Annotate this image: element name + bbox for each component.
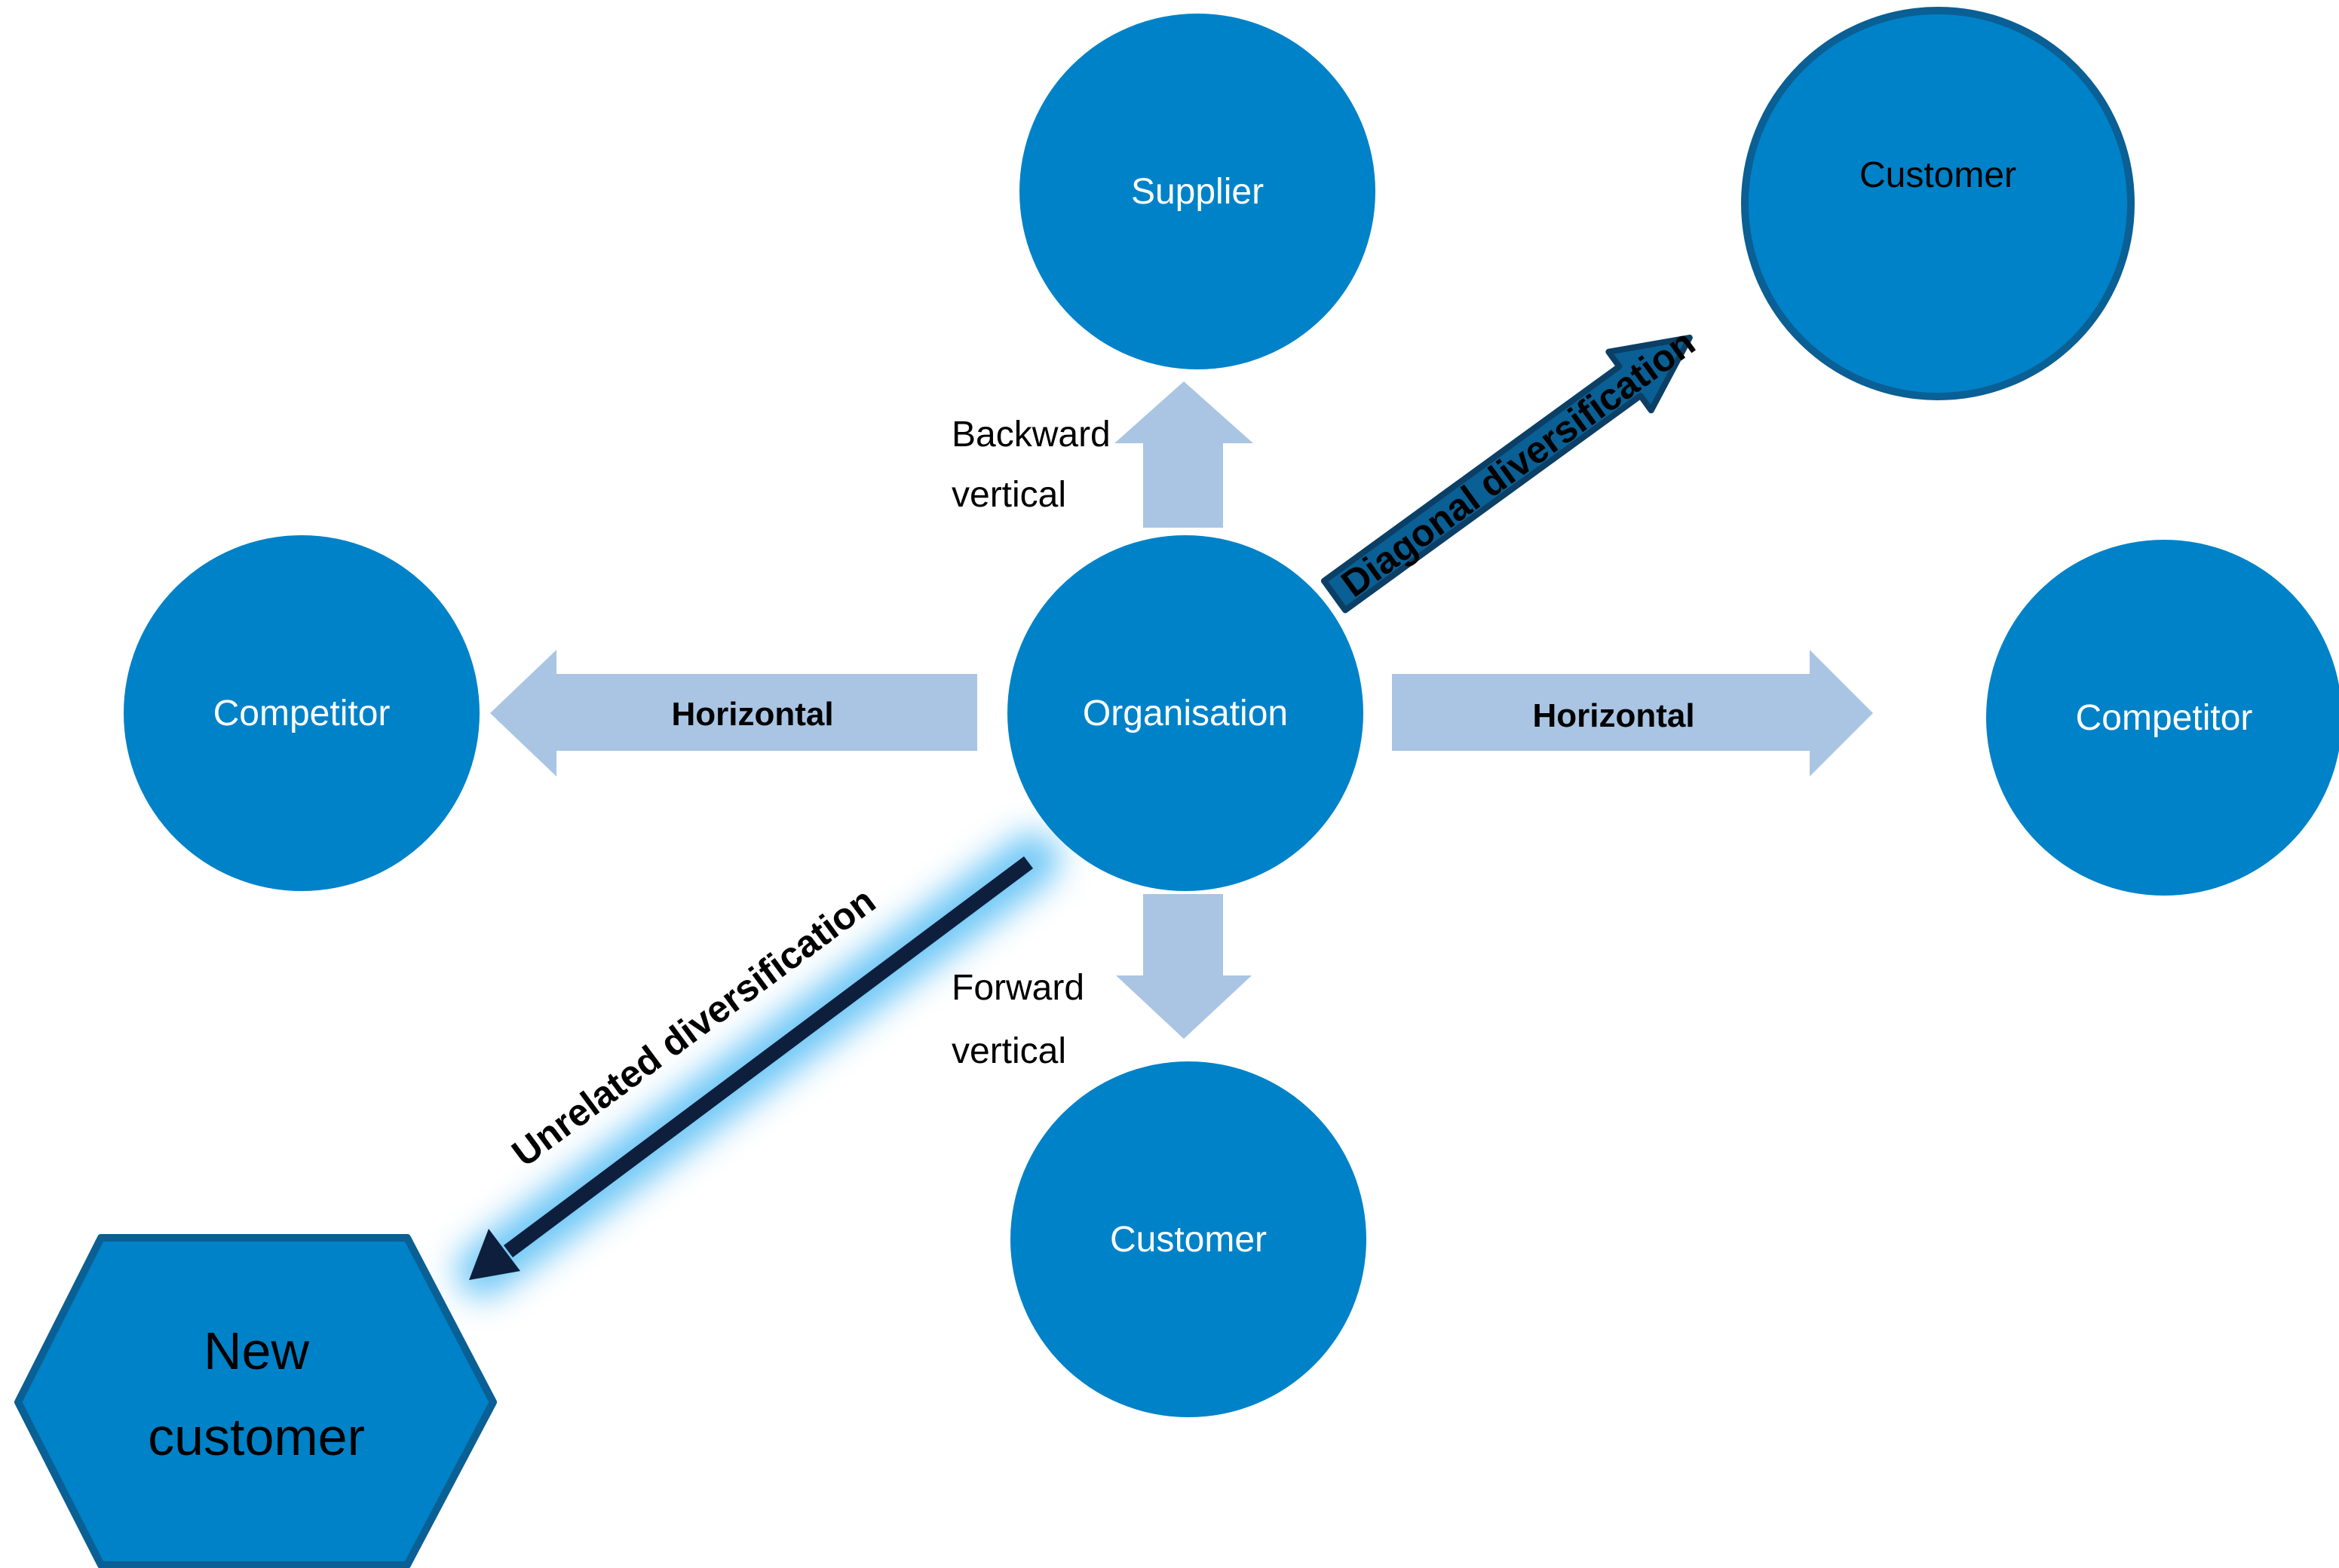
horizontal-left-arrow [490,650,977,776]
supplier-label: Supplier [1131,172,1264,212]
new-customer-label-line2: customer [148,1407,365,1466]
horizontal-right-arrow [1392,650,1873,776]
new-customer-label-line1: New [204,1321,309,1380]
new-customer-node [14,1234,497,1568]
supplier-node [1019,14,1375,369]
competitor-left-node [124,535,480,891]
organisation-node [1007,535,1363,891]
forward-vertical-label-line2: vertical [952,1031,1066,1071]
customer-top-right-node [1741,7,2135,400]
backward-vertical-label-line1: Backward [952,415,1111,455]
diagonal-diversification-arrow [1320,334,1693,614]
forward-vertical-arrow [1116,894,1252,1039]
diagonal-diversification-label: Diagonal diversification [1334,321,1703,605]
customer-top-right-label: Customer [1859,155,2016,195]
backward-vertical-label-line2: vertical [952,475,1066,515]
backward-vertical-arrow [1114,381,1253,528]
customer-bottom-label: Customer [1110,1220,1267,1260]
customer-bottom-node [1010,1061,1366,1417]
unrelated-diversification-arrow-shaft [504,856,1033,1258]
competitor-left-label: Competitor [213,694,391,733]
competitor-right-label: Competitor [2076,698,2253,738]
forward-vertical-label-line1: Forward [952,968,1084,1008]
horizontal-right-label: Horizontal [1532,697,1694,734]
horizontal-left-label: Horizontal [671,696,833,733]
competitor-right-node [1986,540,2339,896]
organisation-label: Organisation [1083,694,1288,733]
unrelated-diversification-arrowhead [469,1229,520,1280]
